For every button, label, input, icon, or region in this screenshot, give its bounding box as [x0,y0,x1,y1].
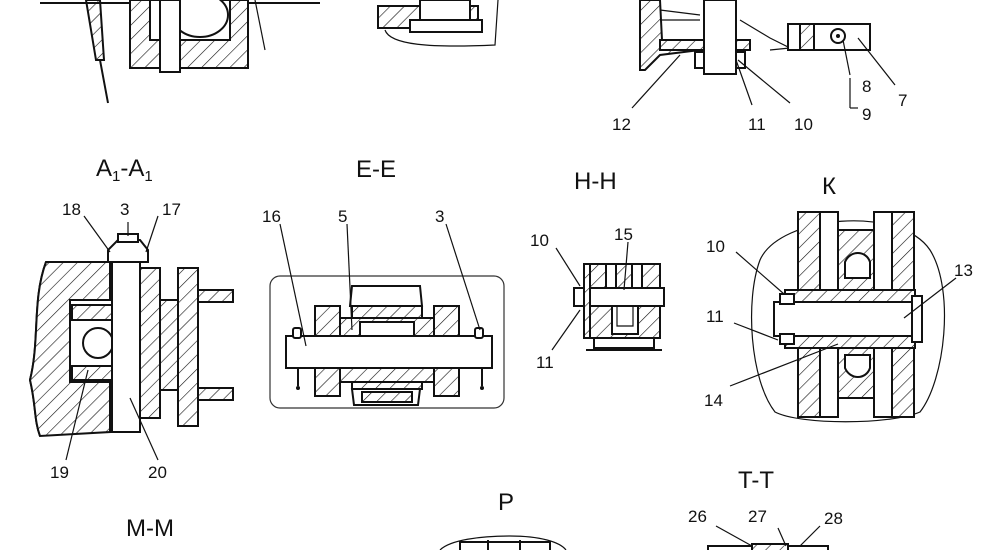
callout-26: 26 [688,507,707,526]
callout-28: 28 [824,509,843,528]
view-title-e-e: E-E [356,156,396,183]
callout-14: 14 [704,391,723,410]
detail-p-partial [439,535,567,550]
view-title-m-m: M-M [126,515,174,542]
callout-13: 13 [954,261,973,280]
section-h-h [573,263,665,351]
callout-15: 15 [614,225,633,244]
section-e-e [269,275,505,409]
callout-11-top: 11 [748,115,766,134]
view-title-p: P [498,489,514,516]
callout-7: 7 [898,91,907,110]
callout-11-h: 11 [536,353,554,372]
detail-k [750,211,946,423]
callout-10-k: 10 [706,237,725,256]
callout-20: 20 [148,463,167,482]
callout-17: 17 [162,200,181,219]
callout-10-top: 10 [794,115,813,134]
k-leaders [729,251,957,387]
view-title-h-h: H-H [574,168,617,195]
h-leaders [551,241,629,351]
callout-11-k: 11 [706,307,724,326]
callout-19: 19 [50,463,69,482]
view-title-k: К [822,173,836,200]
callout-9: 9 [862,105,871,124]
view-title-t-t: T-T [738,467,774,494]
top-left-partial-view [40,0,320,104]
callout-3-e: 3 [435,207,444,226]
callout-18: 18 [62,200,81,219]
callout-10-h: 10 [530,231,549,250]
callout-5: 5 [338,207,347,226]
callout-3-a1: 3 [120,200,129,219]
section-a1-a1 [28,222,234,438]
e-leaders [279,223,481,347]
callout-27: 27 [748,507,767,526]
top-right-leaders [631,37,896,109]
top-right-partial-view [639,0,871,75]
view-title-a1-a1: A1-A1 [96,155,153,185]
callout-12: 12 [612,115,631,134]
callout-8: 8 [862,77,871,96]
top-middle-partial-view [377,0,499,47]
a1-leaders [65,215,159,461]
section-t-t-partial [707,525,829,550]
callout-16: 16 [262,207,281,226]
